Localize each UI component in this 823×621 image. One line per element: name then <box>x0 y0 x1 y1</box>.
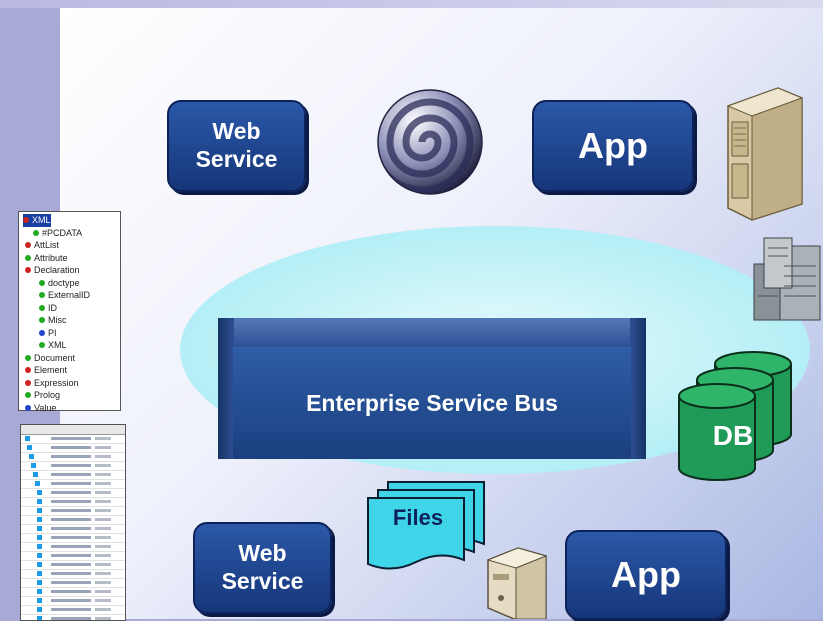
tree-item: XML <box>23 339 116 352</box>
grid-rows <box>21 435 125 620</box>
node-icon <box>33 229 39 236</box>
enterprise-service-bus: Enterprise Service Bus <box>233 347 631 459</box>
tree-item: Misc <box>23 314 116 327</box>
tree-item-label: Prolog <box>34 390 61 401</box>
tree-item: XML <box>23 214 51 227</box>
node-icon <box>39 279 45 286</box>
tree-item: #PCDATA <box>23 227 116 240</box>
node-icon <box>39 317 45 324</box>
grid-row <box>21 570 125 579</box>
grid-row <box>21 498 125 507</box>
server-cluster-icon <box>753 237 821 321</box>
tree-item-label: AttList <box>34 240 60 251</box>
grid-row <box>21 552 125 561</box>
tower-server-icon <box>726 87 804 221</box>
tree-item-label: ExternalID <box>48 290 91 301</box>
slide-top-band <box>0 0 823 8</box>
tree-item: Prolog <box>23 389 116 402</box>
files-label: Files <box>392 505 444 530</box>
tree-item-label: Misc <box>48 315 67 326</box>
grid-row <box>21 489 125 498</box>
grid-row <box>21 525 125 534</box>
grid-row <box>21 516 125 525</box>
tree-item: ID <box>23 302 116 315</box>
grid-row <box>21 534 125 543</box>
node-icon <box>25 367 31 374</box>
web-service-box-bottom: Web Service <box>193 522 332 614</box>
grid-row <box>21 606 125 615</box>
tree-item: AttList <box>23 239 116 252</box>
node-icon <box>39 342 45 349</box>
grid-row <box>21 453 125 462</box>
tree-item: Element <box>23 364 116 377</box>
node-icon <box>25 379 31 386</box>
node-icon <box>39 292 45 299</box>
db-label: DB <box>712 420 754 451</box>
node-icon <box>39 304 45 311</box>
grid-row <box>21 588 125 597</box>
tree-item: PI <box>23 327 116 340</box>
tree-item: ExternalID <box>23 289 116 302</box>
tree-item-label: ID <box>48 302 57 313</box>
grid-row <box>21 561 125 570</box>
grid-row <box>21 471 125 480</box>
tree-item: Value <box>23 402 116 415</box>
grid-row <box>21 444 125 453</box>
node-icon <box>39 329 45 336</box>
node-icon <box>25 267 31 274</box>
web-service-box-top: Web Service <box>167 100 306 192</box>
grid-row <box>21 543 125 552</box>
bus-top-face <box>218 318 646 348</box>
tree-item: Document <box>23 352 116 365</box>
tree-item-label: XML <box>48 340 67 351</box>
tree-item-label: #PCDATA <box>42 227 83 238</box>
tree-item: Attribute <box>23 252 116 265</box>
tree-item-label: Element <box>34 365 68 376</box>
node-icon <box>25 354 31 361</box>
tree-item-label: doctype <box>48 277 80 288</box>
grid-row <box>21 579 125 588</box>
db-icon <box>678 351 792 481</box>
grid-header <box>21 425 125 435</box>
xml-tree-panel: XML #PCDATA AttList Attribute Declaratio… <box>18 211 121 413</box>
tree-item-label: XML <box>32 215 51 226</box>
grid-row <box>21 615 125 620</box>
tree-item: Declaration <box>23 264 116 277</box>
app-box-bottom: App <box>565 530 727 620</box>
bus-right-side <box>630 318 646 459</box>
tree-item-label: Expression <box>34 377 79 388</box>
node-icon <box>25 392 31 399</box>
grid-row <box>21 462 125 471</box>
tree-item-label: PI <box>48 327 57 338</box>
bus-left-side <box>218 318 234 459</box>
files-icon <box>367 481 485 570</box>
app-box-top: App <box>532 100 694 192</box>
grid-row <box>21 480 125 489</box>
grid-row <box>21 507 125 516</box>
node-icon <box>25 254 31 261</box>
tree-item-label: Value <box>34 402 57 413</box>
globe-icon <box>377 89 483 195</box>
tree-item-label: Declaration <box>34 265 80 276</box>
tree-item-label: Document <box>34 352 76 363</box>
grid-row <box>21 597 125 606</box>
node-icon <box>23 217 29 224</box>
tree-item: doctype <box>23 277 116 290</box>
tree-item: Expression <box>23 377 116 390</box>
pc-tower-icon <box>486 547 548 619</box>
mapping-grid-panel <box>20 424 126 621</box>
node-icon <box>25 242 31 249</box>
grid-row <box>21 435 125 444</box>
tree-item-label: Attribute <box>34 252 68 263</box>
node-icon <box>25 404 31 411</box>
